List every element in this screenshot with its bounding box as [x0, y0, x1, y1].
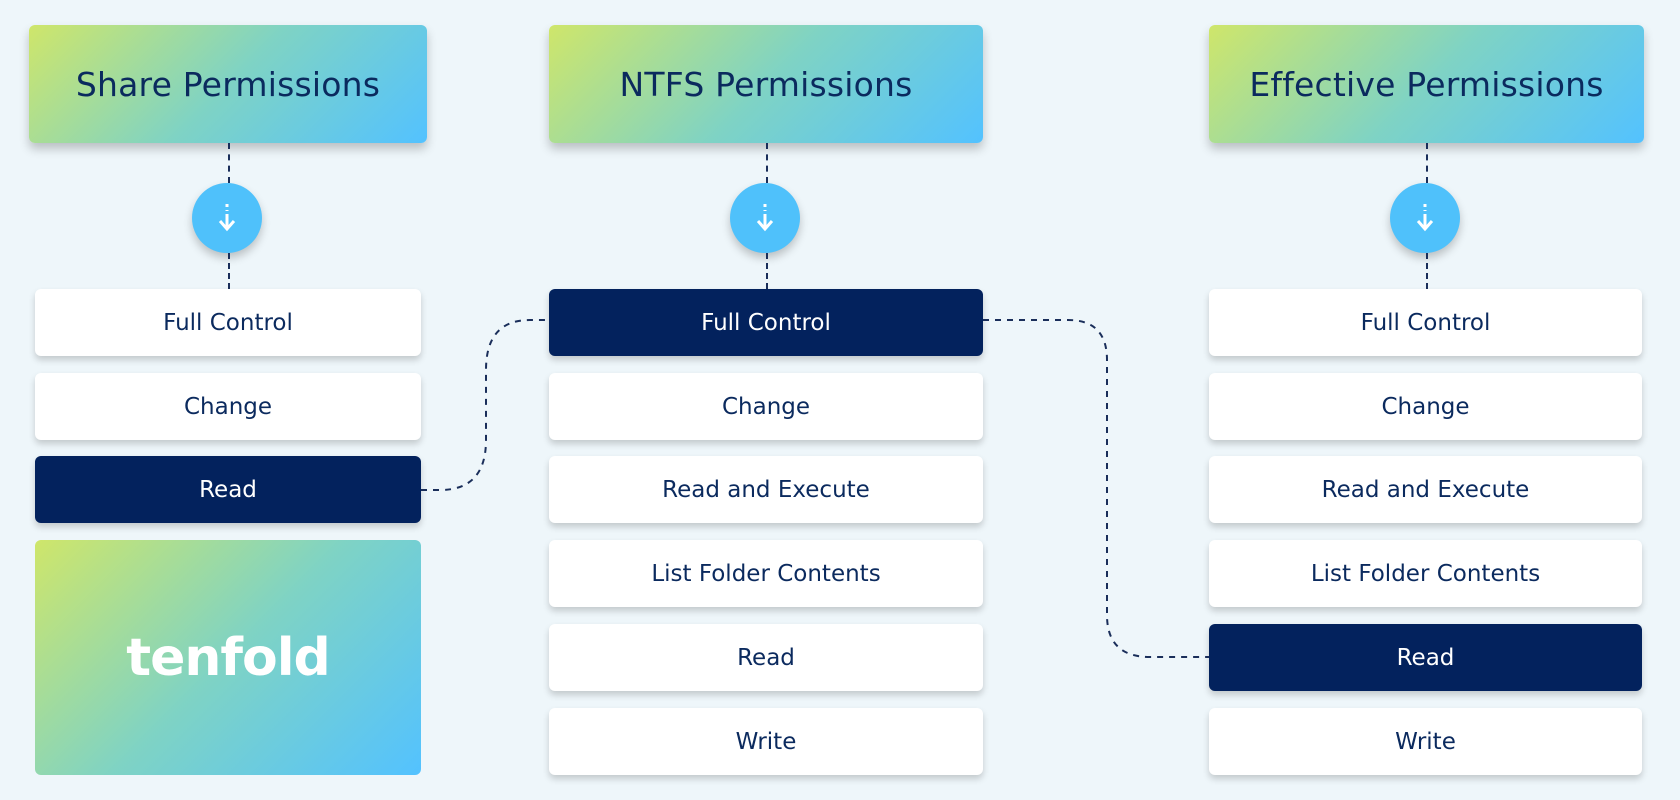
- connector-line: [766, 143, 768, 183]
- header-title: NTFS Permissions: [619, 64, 913, 104]
- header-title: Share Permissions: [75, 64, 381, 104]
- header-effective-permissions: Effective Permissions: [1209, 25, 1644, 143]
- item-label: Read and Execute: [662, 476, 870, 503]
- connector-line: [766, 253, 768, 289]
- share-item-read[interactable]: Read: [35, 456, 421, 523]
- effective-item-read-and-execute[interactable]: Read and Execute: [1209, 456, 1642, 523]
- connector-line: [1426, 253, 1428, 289]
- item-label: Full Control: [163, 309, 293, 336]
- tenfold-logo: tenfold: [35, 540, 421, 775]
- effective-item-full-control[interactable]: Full Control: [1209, 289, 1642, 356]
- connector-line: [228, 143, 230, 183]
- ntfs-item-list-folder-contents[interactable]: List Folder Contents: [549, 540, 983, 607]
- effective-item-change[interactable]: Change: [1209, 373, 1642, 440]
- link-share-read-to-ntfs-full-control: [421, 319, 549, 491]
- ntfs-item-write[interactable]: Write: [549, 708, 983, 775]
- effective-item-write[interactable]: Write: [1209, 708, 1642, 775]
- arrow-down-icon: [1390, 183, 1460, 253]
- header-ntfs-permissions: NTFS Permissions: [549, 25, 983, 143]
- effective-item-list-folder-contents[interactable]: List Folder Contents: [1209, 540, 1642, 607]
- item-label: Change: [721, 393, 811, 420]
- ntfs-item-change[interactable]: Change: [549, 373, 983, 440]
- logo-text: tenfold: [126, 627, 331, 688]
- share-item-change[interactable]: Change: [35, 373, 421, 440]
- header-title: Effective Permissions: [1249, 64, 1604, 104]
- ntfs-item-full-control[interactable]: Full Control: [549, 289, 983, 356]
- item-label: Change: [1381, 393, 1470, 420]
- item-label: Write: [735, 728, 797, 755]
- header-share-permissions: Share Permissions: [29, 25, 427, 143]
- ntfs-item-read[interactable]: Read: [549, 624, 983, 691]
- item-label: Full Control: [1360, 309, 1491, 336]
- ntfs-item-read-and-execute[interactable]: Read and Execute: [549, 456, 983, 523]
- item-label: Read: [737, 644, 795, 671]
- item-label: Write: [1395, 728, 1456, 755]
- connector-line: [1426, 143, 1428, 183]
- effective-item-read[interactable]: Read: [1209, 624, 1642, 691]
- item-label: Read: [1396, 644, 1455, 671]
- arrow-down-icon: [730, 183, 800, 253]
- connector-line: [228, 253, 230, 289]
- item-label: Full Control: [701, 309, 831, 336]
- item-label: Read: [199, 476, 257, 503]
- item-label: Read and Execute: [1321, 476, 1530, 503]
- arrow-down-icon: [192, 183, 262, 253]
- link-ntfs-full-control-to-effective-read: [983, 319, 1209, 658]
- item-label: List Folder Contents: [651, 560, 881, 587]
- item-label: Change: [183, 393, 273, 420]
- share-item-full-control[interactable]: Full Control: [35, 289, 421, 356]
- item-label: List Folder Contents: [1310, 560, 1541, 587]
